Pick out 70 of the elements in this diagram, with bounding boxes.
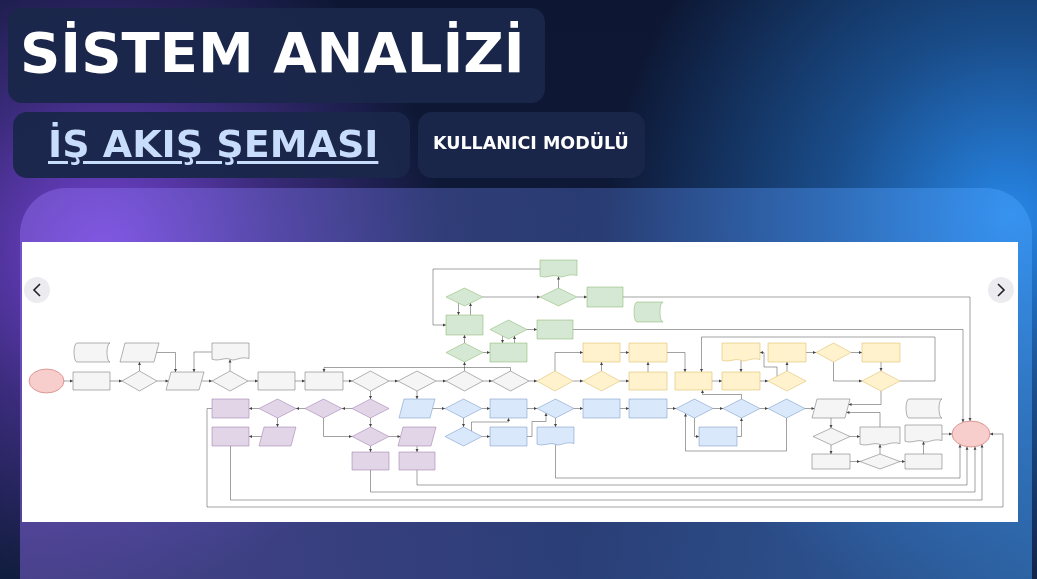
terminal-ellipse bbox=[29, 369, 64, 393]
decision-diamond bbox=[446, 288, 483, 306]
decision-diamond bbox=[352, 399, 389, 418]
decision-diamond bbox=[862, 371, 900, 391]
process-box bbox=[490, 399, 527, 418]
decision-diamond bbox=[816, 343, 851, 362]
decision-diamond bbox=[122, 371, 157, 391]
process-box bbox=[699, 427, 737, 446]
process-box bbox=[722, 372, 760, 390]
decision-diamond bbox=[352, 371, 389, 391]
process-box bbox=[768, 343, 806, 362]
input-output-parallelogram bbox=[166, 372, 204, 390]
process-box bbox=[73, 372, 110, 390]
decision-diamond bbox=[537, 399, 574, 418]
decision-diamond bbox=[445, 399, 482, 418]
process-box bbox=[629, 372, 667, 390]
process-box bbox=[490, 343, 527, 362]
decision-diamond bbox=[583, 371, 620, 391]
process-box bbox=[305, 372, 343, 390]
decision-diamond bbox=[768, 399, 805, 418]
input-output-parallelogram bbox=[812, 399, 850, 418]
document-shape bbox=[905, 425, 942, 443]
decision-diamond bbox=[812, 428, 850, 445]
decision-diamond bbox=[352, 427, 389, 446]
process-box bbox=[583, 399, 620, 418]
document-shape bbox=[211, 343, 249, 361]
decision-diamond bbox=[259, 399, 296, 418]
process-box bbox=[862, 343, 900, 362]
stored-data-shape bbox=[633, 302, 663, 322]
document-shape bbox=[860, 427, 900, 446]
decision-diamond bbox=[398, 371, 436, 391]
terminal-ellipse bbox=[952, 421, 990, 447]
process-box bbox=[587, 287, 623, 307]
decision-diamond bbox=[537, 371, 573, 391]
stored-data-shape bbox=[73, 343, 110, 362]
decision-diamond bbox=[212, 371, 248, 391]
process-box bbox=[399, 452, 435, 470]
decision-diamond bbox=[492, 371, 529, 391]
decision-diamond bbox=[676, 399, 713, 418]
decision-diamond bbox=[723, 399, 760, 418]
input-output-parallelogram bbox=[259, 427, 296, 446]
process-box bbox=[629, 343, 667, 362]
decision-diamond bbox=[446, 371, 483, 391]
decision-diamond bbox=[446, 343, 483, 362]
document-shape bbox=[722, 343, 760, 362]
process-box bbox=[583, 343, 620, 362]
decision-diamond bbox=[305, 399, 342, 418]
input-output-parallelogram bbox=[120, 343, 159, 362]
document-shape bbox=[537, 427, 574, 446]
process-box bbox=[490, 427, 527, 446]
process-box bbox=[258, 372, 295, 390]
decision-diamond bbox=[768, 371, 806, 391]
decision-diamond bbox=[445, 427, 482, 446]
process-box bbox=[352, 452, 389, 470]
process-box bbox=[812, 454, 850, 469]
decision-diamond bbox=[540, 288, 577, 306]
arrow bbox=[899, 460, 906, 463]
stored-data-shape bbox=[905, 399, 942, 418]
process-box bbox=[446, 315, 483, 335]
process-box bbox=[212, 399, 249, 418]
document-shape bbox=[540, 260, 577, 278]
process-box bbox=[629, 399, 667, 418]
process-box bbox=[537, 320, 573, 339]
input-output-parallelogram bbox=[398, 427, 436, 446]
decision-diamond bbox=[860, 454, 900, 469]
process-box bbox=[212, 427, 249, 446]
process-box bbox=[905, 454, 942, 469]
decision-diamond bbox=[490, 320, 527, 339]
process-box bbox=[675, 372, 712, 390]
input-output-parallelogram bbox=[399, 399, 435, 418]
